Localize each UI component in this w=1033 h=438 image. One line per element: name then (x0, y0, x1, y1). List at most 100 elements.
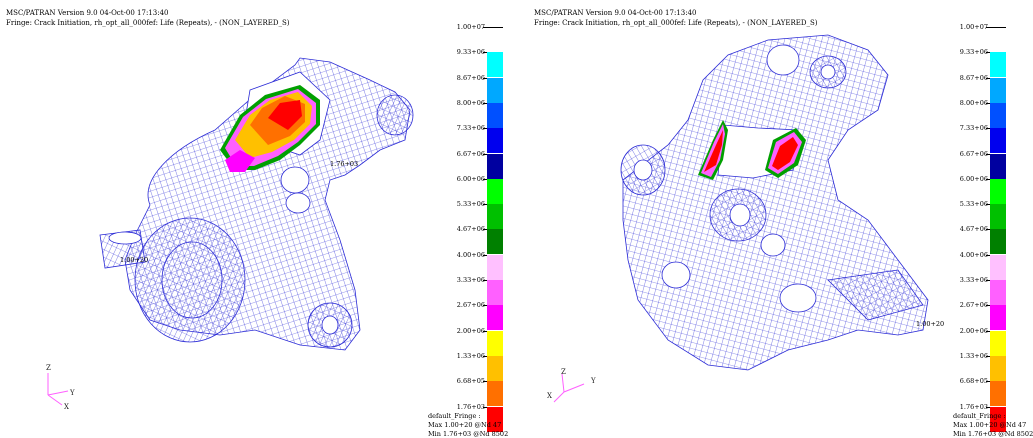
legend-tick (483, 52, 487, 54)
legend-value-label: 6.68+05 (959, 377, 988, 386)
legend-value-label: 8.00+06 (959, 98, 988, 107)
legend-swatch (487, 381, 503, 407)
legend-value-label: 7.33+06 (959, 124, 988, 133)
legend-footer-line: default_Fringe : (953, 412, 1006, 420)
legend-value-label: 1.00+07 (959, 23, 988, 31)
legend-value-label: 6.67+06 (456, 149, 485, 158)
legend-tick (483, 77, 487, 79)
legend-value-label: 2.67+06 (456, 301, 485, 310)
legend-swatch (487, 204, 503, 230)
legend-tick (483, 355, 487, 357)
legend-tick (986, 102, 990, 104)
mesh-viewport[interactable] (0, 0, 440, 438)
legend-swatch (990, 229, 1006, 255)
legend-swatch (990, 406, 1006, 432)
legend-swatch (487, 330, 503, 356)
axis-x-label: X (547, 392, 552, 400)
legend-value-label: 8.67+06 (456, 73, 485, 82)
legend-tick (483, 305, 487, 307)
legend-value-label: 3.33+06 (456, 276, 485, 284)
legend-value-label: 1.76+03 (959, 402, 988, 411)
legend-swatch (990, 280, 1006, 305)
legend-tick (986, 77, 990, 79)
legend-tick (483, 178, 487, 180)
legend-tick (986, 381, 990, 383)
legend-tick (986, 128, 990, 130)
legend-value-label: 1.00+07 (456, 23, 485, 31)
legend-swatch (487, 406, 503, 432)
node-label: 1.00+20 (916, 320, 945, 328)
legend-value-label: 8.00+06 (456, 98, 485, 107)
mesh-viewport[interactable] (528, 0, 948, 438)
legend-value-label: 4.00+06 (959, 250, 988, 259)
legend-tick (986, 229, 990, 231)
legend-footer-line: default_Fringe : (428, 412, 481, 420)
triad-icon (553, 373, 585, 403)
legend-tick (986, 280, 990, 281)
legend-value-label: 4.67+06 (959, 225, 988, 234)
axis-y-label: Y (591, 377, 596, 385)
legend-swatch (487, 254, 503, 280)
axis-z-label: Z (46, 364, 51, 372)
legend-value-label: 4.67+06 (456, 225, 485, 234)
legend-tick (986, 406, 990, 408)
legend-swatch (487, 77, 503, 103)
legend-swatch (487, 355, 503, 381)
node-label: 1.00+20 (120, 256, 149, 264)
legend-swatch (990, 52, 1006, 78)
legend-swatch (990, 102, 1006, 128)
axis-z-label: Z (561, 368, 566, 376)
legend-value-label: 2.00+06 (456, 326, 485, 335)
legend-value-label: 2.67+06 (959, 301, 988, 310)
legend-footer-line: Max 1.00+20 @Nd 47 (953, 421, 1027, 429)
legend-value-label: 7.33+06 (456, 124, 485, 133)
legend-value-label: 1.76+03 (456, 402, 485, 411)
legend-tick (483, 27, 487, 28)
legend-value-label: 1.33+06 (959, 351, 988, 360)
plot-title: MSC/PATRAN Version 9.0 04-Oct-00 17:13:4… (534, 9, 697, 17)
legend-value-label: 1.33+06 (456, 351, 485, 360)
legend-value-label: 8.67+06 (959, 73, 988, 82)
legend-value-label: 6.00+06 (959, 174, 988, 183)
legend-value-label: 6.67+06 (959, 149, 988, 158)
legend-swatch (990, 77, 1006, 103)
legend-swatch (487, 52, 503, 78)
legend-value-label: 4.00+06 (456, 250, 485, 259)
legend-tick (986, 52, 990, 54)
legend-tick (483, 381, 487, 383)
legend-value-label: 6.68+05 (456, 377, 485, 386)
legend-swatch (990, 178, 1006, 204)
legend-tick (483, 406, 487, 408)
legend-tick (483, 102, 487, 104)
fringe-hotspot (698, 120, 806, 180)
plot-subtitle: Fringe: Crack Initiation, rh_opt_all_000… (534, 19, 818, 27)
legend-tick (986, 254, 990, 256)
legend-tick (986, 305, 990, 307)
legend-swatch (487, 305, 503, 331)
legend-value-label: 5.33+06 (456, 200, 485, 209)
fringe-plot-panel-left: MSC/PATRAN Version 9.0 04-Oct-00 17:13:4… (0, 0, 520, 438)
legend-tick (986, 27, 990, 28)
plot-subtitle: Fringe: Crack Initiation, rh_opt_all_000… (6, 19, 290, 27)
legend-tick (483, 330, 487, 332)
legend-swatch (990, 254, 1006, 280)
fringe-plot-panel-right: MSC/PATRAN Version 9.0 04-Oct-00 17:13:4… (528, 0, 1033, 438)
legend-swatch (487, 128, 503, 154)
legend-swatch (990, 355, 1006, 381)
axis-y-label: Y (70, 389, 75, 397)
legend-swatch (487, 178, 503, 204)
legend-value-label: 3.33+06 (959, 276, 988, 284)
legend-tick (483, 204, 487, 206)
plot-title: MSC/PATRAN Version 9.0 04-Oct-00 17:13:4… (6, 9, 169, 17)
legend-tick (986, 178, 990, 180)
legend-swatch (487, 102, 503, 128)
node-label: 1.76+03 (330, 160, 359, 168)
legend-value-label: 9.33+06 (959, 48, 988, 57)
legend-swatch (990, 153, 1006, 179)
legend-swatch (990, 305, 1006, 331)
legend-swatch (487, 280, 503, 305)
legend-tick (986, 153, 990, 155)
legend-swatch (990, 128, 1006, 154)
legend-swatch (487, 229, 503, 255)
